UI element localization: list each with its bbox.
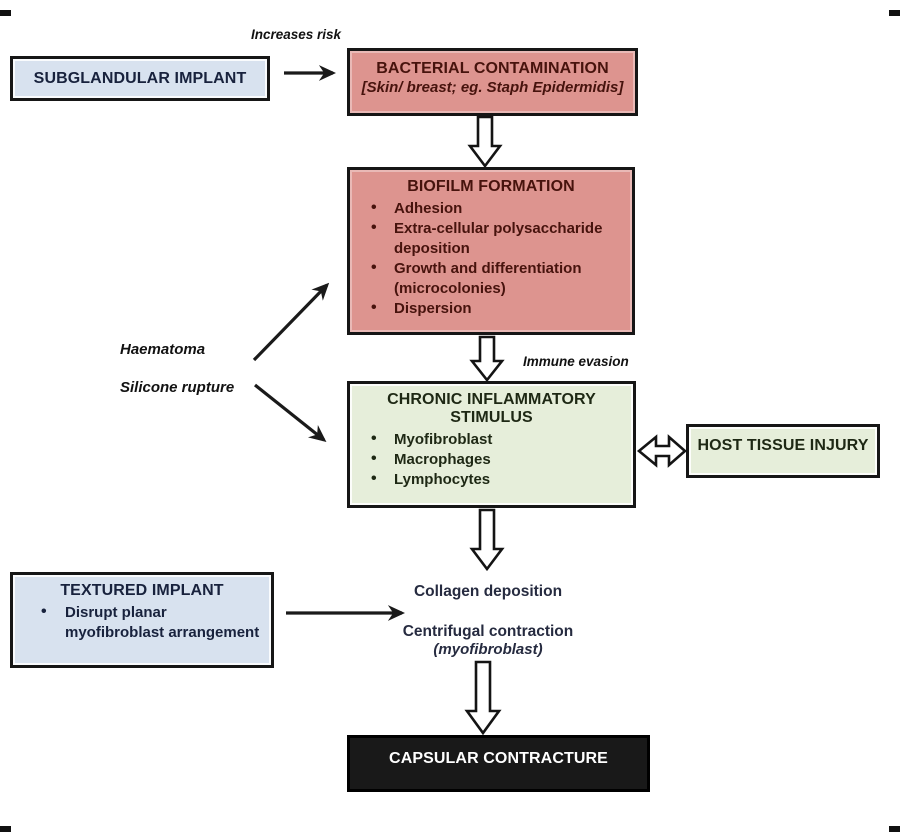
host-tissue-injury-title: HOST TISSUE INJURY <box>697 437 869 454</box>
silicone-rupture-label: Silicone rupture <box>120 379 235 396</box>
crop-mark <box>0 10 11 16</box>
arrow-haematoma-to-biofilm <box>252 282 330 362</box>
centrifugal-contraction-text: Centrifugal contraction <box>402 623 574 640</box>
biofilm-formation-box: BIOFILM FORMATION Adhesion Extra-cellula… <box>347 167 635 335</box>
capsular-contracture-box: CAPSULAR CONTRACTURE <box>347 735 650 792</box>
increases-risk-label: Increases risk <box>250 27 342 42</box>
subglandular-implant-box: SUBGLANDULAR IMPLANT <box>10 56 270 101</box>
block-arrow-chronic-host-double <box>636 434 687 468</box>
bacterial-contamination-box: BACTERIAL CONTAMINATION [Skin/ breast; e… <box>347 48 638 116</box>
chronic-inflammatory-stimulus-box: CHRONIC INFLAMMATORY STIMULUS Myofibrobl… <box>347 381 636 508</box>
block-arrow-bacterial-to-biofilm <box>467 115 503 169</box>
collagen-deposition-text: Collagen deposition <box>413 583 563 600</box>
list-item: Extra-cellular polysaccharide deposition <box>350 218 632 259</box>
list-item: Growth and differentiation (microcolonie… <box>350 258 632 299</box>
bacterial-contamination-subtitle: [Skin/ breast; eg. Staph Epidermidis] <box>361 79 624 96</box>
host-tissue-injury-box: HOST TISSUE INJURY <box>686 424 880 478</box>
list-item: Dispersion <box>350 298 632 319</box>
chronic-stimulus-title-line2: STIMULUS <box>450 409 533 426</box>
biofilm-formation-title: BIOFILM FORMATION <box>407 178 575 195</box>
haematoma-label: Haematoma <box>120 341 206 358</box>
myofibroblast-note-text: (myofibroblast) <box>433 641 543 658</box>
block-arrow-to-capsular <box>464 660 502 736</box>
chronic-stimulus-title-line1: CHRONIC INFLAMMATORY <box>387 391 596 408</box>
textured-implant-title: TEXTURED IMPLANT <box>60 582 224 599</box>
immune-evasion-label: Immune evasion <box>523 354 629 369</box>
biofilm-bullet-list: Adhesion Extra-cellular polysaccharide d… <box>350 198 632 319</box>
block-arrow-biofilm-to-chronic <box>469 335 505 383</box>
list-item: Macrophages <box>350 449 633 470</box>
block-arrow-chronic-to-collagen <box>469 508 505 572</box>
textured-implant-box: TEXTURED IMPLANT Disrupt planar myofibro… <box>10 572 274 668</box>
capsular-contracture-title: CAPSULAR CONTRACTURE <box>389 750 608 767</box>
bacterial-contamination-title: BACTERIAL CONTAMINATION <box>376 60 609 77</box>
chronic-bullet-list: Myofibroblast Macrophages Lymphocytes <box>350 429 633 490</box>
crop-mark <box>889 826 900 832</box>
list-item: Lymphocytes <box>350 469 633 490</box>
crop-mark <box>0 826 11 832</box>
textured-bullet-list: Disrupt planar myofibroblast arrangement <box>13 602 271 643</box>
list-item: Myofibroblast <box>350 429 633 450</box>
crop-mark <box>889 10 900 16</box>
list-item: Disrupt planar myofibroblast arrangement <box>13 602 271 643</box>
arrow-rupture-to-chronic <box>254 383 327 442</box>
list-item: Adhesion <box>350 198 632 219</box>
subglandular-implant-title: SUBGLANDULAR IMPLANT <box>33 69 247 87</box>
